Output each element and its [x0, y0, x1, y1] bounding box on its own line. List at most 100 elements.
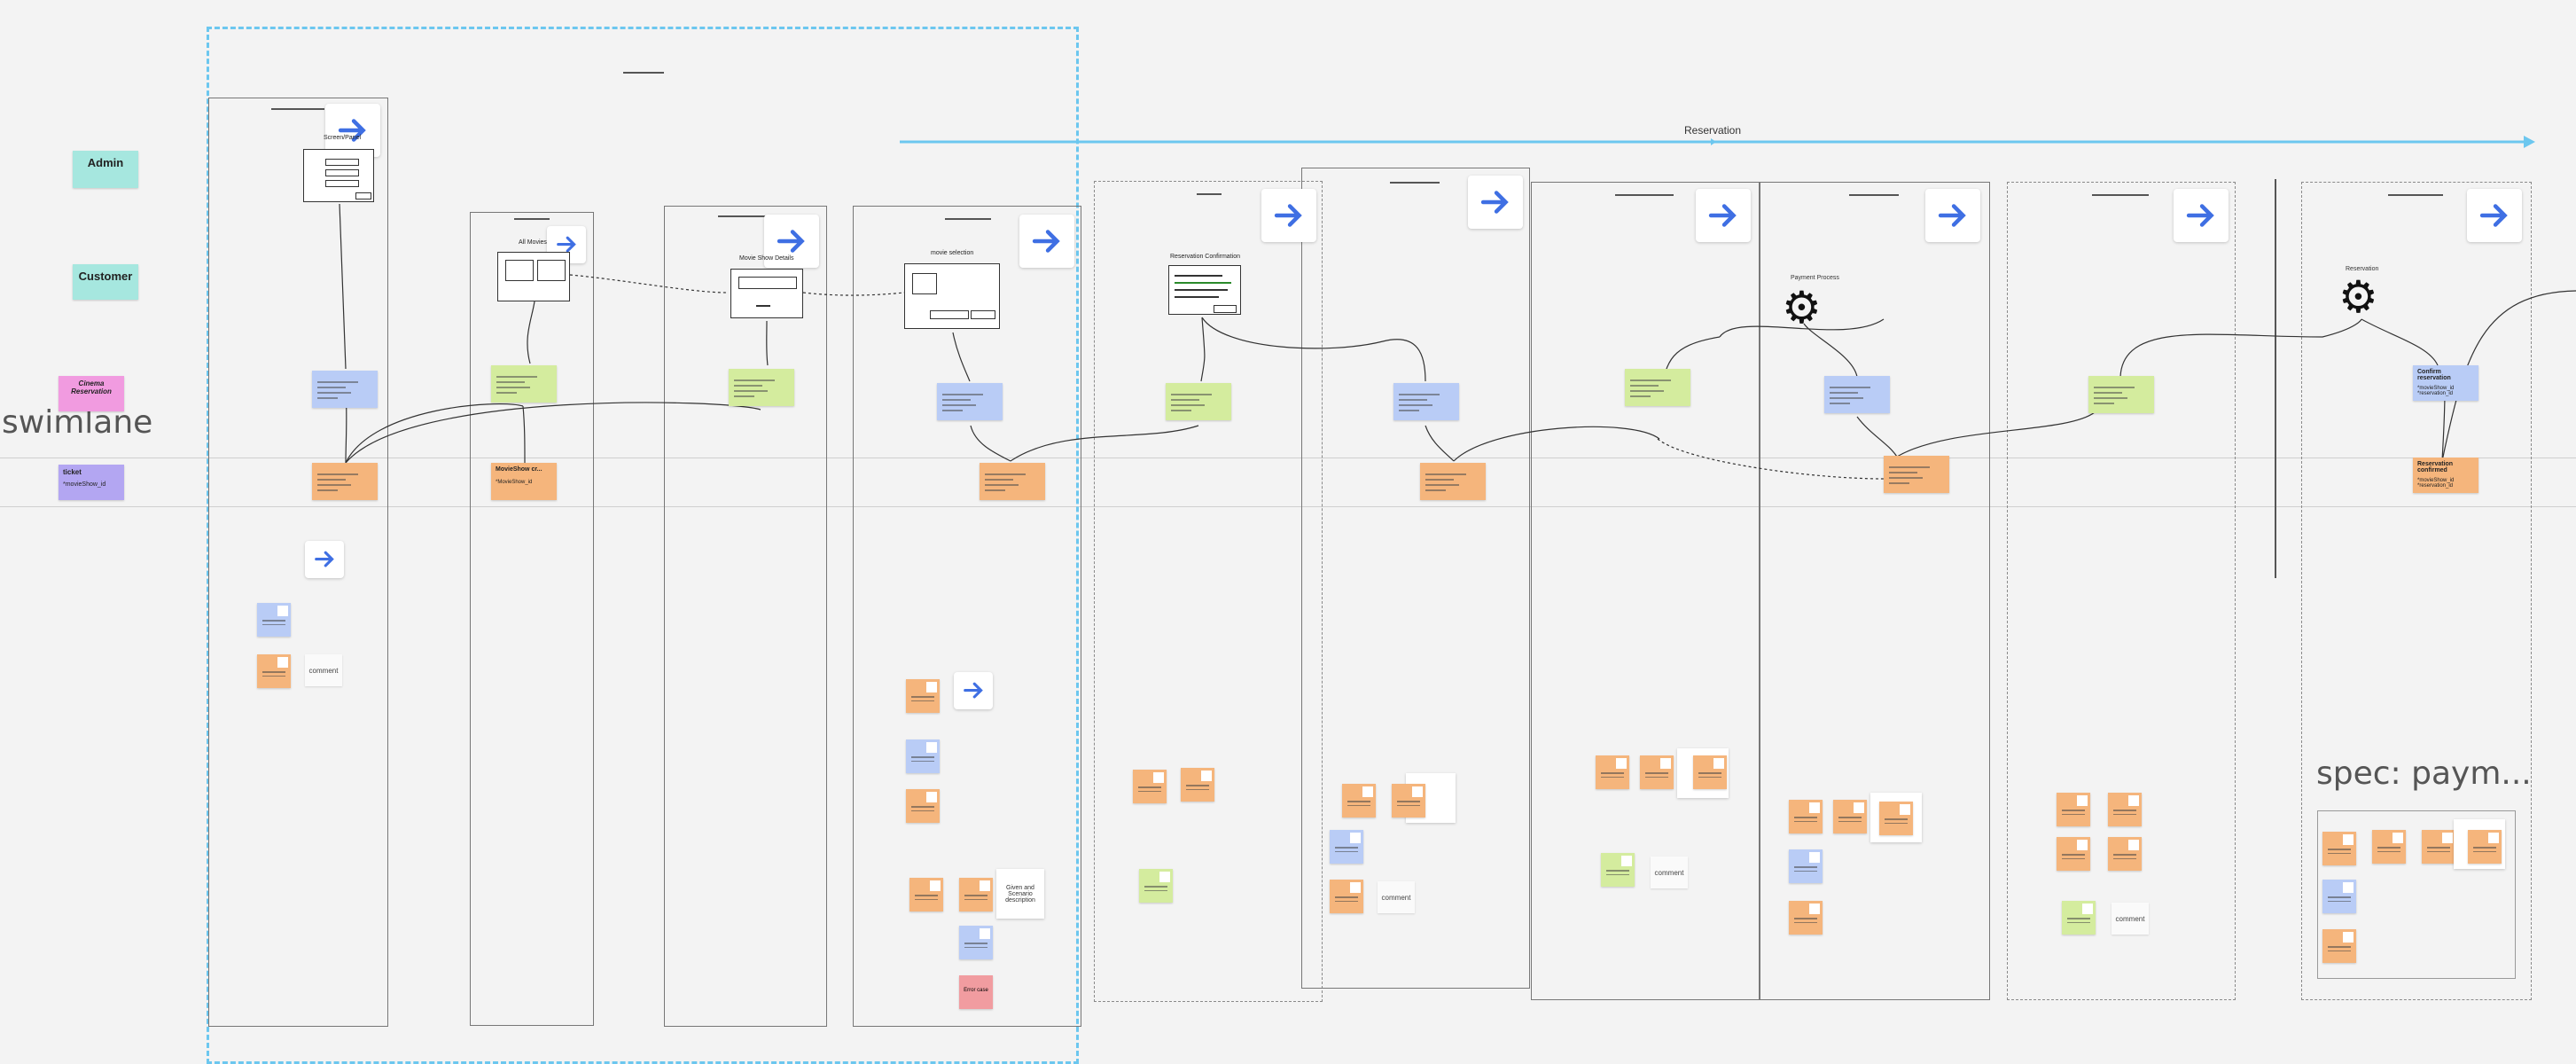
screen-4-label: movie selection: [931, 250, 974, 256]
spec-sticky[interactable]: [2422, 830, 2455, 864]
spec-sticky[interactable]: [257, 603, 291, 637]
view-sticky[interactable]: [1166, 383, 1231, 420]
nav-arrow-card[interactable]: [305, 541, 344, 578]
confirmed-title: Reservation confirmed: [2417, 461, 2454, 473]
nav-arrow-card[interactable]: [2174, 189, 2229, 242]
spec-sticky[interactable]: [1330, 880, 1363, 913]
slice-9[interactable]: [2007, 182, 2236, 1000]
spec-sticky[interactable]: [1789, 901, 1823, 935]
spec-sticky[interactable]: [1693, 755, 1727, 789]
event-reservation-confirmed[interactable]: Reservation confirmed *movieShow_id *res…: [2413, 458, 2478, 493]
command-sticky[interactable]: [1393, 383, 1459, 420]
reservation-label: Reservation: [1684, 124, 1742, 137]
comment-note[interactable]: comment: [1651, 857, 1688, 888]
event-movieshow[interactable]: MovieShow cr... *MovieShow_id: [491, 463, 557, 500]
event-sticky[interactable]: [1420, 463, 1486, 500]
slice-5-title: [1197, 193, 1222, 195]
screen-1-wireframe[interactable]: [303, 149, 374, 202]
spec-note[interactable]: Given and Scenario description: [996, 869, 1044, 919]
screen-3-wireframe[interactable]: [730, 269, 803, 318]
spec-sticky[interactable]: [2057, 837, 2090, 871]
slice-6[interactable]: [1301, 168, 1530, 989]
nav-arrow-card[interactable]: [2467, 189, 2522, 242]
nav-arrow-card[interactable]: [1019, 215, 1074, 268]
spec-sticky[interactable]: [257, 654, 291, 688]
spec-sticky[interactable]: [1181, 768, 1214, 802]
nav-arrow-card[interactable]: [954, 672, 993, 709]
slice-3[interactable]: [664, 206, 827, 1027]
spec-title: spec: paym...: [2316, 755, 2532, 792]
spec-sticky[interactable]: [1596, 755, 1629, 789]
comment-note[interactable]: comment: [1378, 881, 1415, 913]
slice-10-title: [2388, 194, 2443, 196]
command-sticky[interactable]: [937, 383, 1003, 420]
slice-1[interactable]: [208, 98, 388, 1027]
comment-note[interactable]: comment: [305, 654, 342, 686]
spec-sticky[interactable]: [906, 789, 940, 823]
command-sticky[interactable]: [312, 371, 378, 408]
view-sticky[interactable]: [729, 369, 794, 406]
spec-sticky[interactable]: [2468, 830, 2502, 864]
screen-4-wireframe[interactable]: [904, 263, 1000, 329]
view-sticky[interactable]: [2088, 376, 2154, 413]
spec-sticky[interactable]: [2108, 793, 2142, 826]
sticky-ticket-title: ticket: [63, 468, 82, 476]
screen-2-label: All Movies: [519, 239, 547, 246]
nav-arrow-card[interactable]: [325, 104, 380, 157]
nav-arrow-card[interactable]: [1261, 189, 1316, 242]
actor-customer[interactable]: Customer: [73, 264, 138, 300]
command-sticky[interactable]: [1824, 376, 1890, 413]
slice-4[interactable]: [853, 206, 1081, 1027]
event-sticky[interactable]: [312, 463, 378, 500]
arrow-right-icon: [556, 237, 576, 253]
spec-sticky[interactable]: [906, 739, 940, 773]
spec-sticky[interactable]: [1330, 830, 1363, 864]
nav-arrow-card[interactable]: [1925, 189, 1980, 242]
view-sticky[interactable]: [1625, 369, 1690, 406]
actor-admin[interactable]: Admin: [73, 151, 138, 188]
actor-cinema-reservation[interactable]: Cinema Reservation: [59, 376, 124, 411]
spec-sticky[interactable]: [1342, 784, 1376, 818]
view-sticky[interactable]: [491, 365, 557, 403]
spec-sticky[interactable]: [906, 679, 940, 713]
spec-sticky[interactable]: [2057, 793, 2090, 826]
spec-sticky[interactable]: [1133, 770, 1167, 803]
spec-sticky[interactable]: [2322, 832, 2356, 865]
spec-sticky[interactable]: [1789, 800, 1823, 833]
spec-sticky[interactable]: [1789, 849, 1823, 883]
spec-sticky[interactable]: [1640, 755, 1674, 789]
spec-sticky[interactable]: [959, 926, 993, 959]
sticky-ticket-body: *movieShow_id: [63, 481, 106, 488]
spec-sticky[interactable]: [2322, 929, 2356, 963]
spec-payment-frame[interactable]: [2317, 810, 2516, 979]
spec-sticky[interactable]: [2108, 837, 2142, 871]
spec-sticky[interactable]: [2372, 830, 2406, 864]
event-sticky[interactable]: [980, 463, 1045, 500]
spec-sticky[interactable]: [1139, 869, 1173, 903]
spec-sticky[interactable]: [1879, 802, 1913, 835]
spec-sticky[interactable]: [1833, 800, 1867, 833]
spec-sticky[interactable]: [1601, 853, 1635, 887]
sticky-ticket[interactable]: ticket *movieShow_id: [59, 465, 124, 500]
nav-arrow-card[interactable]: [1696, 189, 1751, 242]
screen-5-wireframe[interactable]: [1168, 265, 1241, 315]
arrow-right-icon: [339, 119, 367, 142]
slice-5[interactable]: [1094, 181, 1323, 1002]
spec-sticky[interactable]: [1392, 784, 1425, 818]
slice-7[interactable]: [1531, 182, 1760, 1000]
screen-3-label: Movie Show Details: [739, 255, 794, 262]
slice-2[interactable]: [470, 212, 594, 1026]
spec-sticky[interactable]: [2322, 880, 2356, 913]
comment-note[interactable]: comment: [2112, 903, 2149, 935]
error-sticky[interactable]: Error case: [959, 975, 993, 1009]
spec-sticky[interactable]: [959, 878, 993, 911]
screen-2-wireframe[interactable]: [497, 252, 570, 301]
nav-arrow-card[interactable]: [764, 215, 819, 268]
spec-sticky[interactable]: [2062, 901, 2096, 935]
event-sticky[interactable]: [1884, 456, 1949, 493]
slice-10[interactable]: [2301, 182, 2532, 1000]
command-confirm-reservation[interactable]: Confirm reservation *movieShow_id *reser…: [2413, 365, 2478, 401]
nav-arrow-card[interactable]: [1468, 176, 1523, 229]
spec-sticky[interactable]: [909, 878, 943, 911]
slice-8[interactable]: [1760, 182, 1990, 1000]
